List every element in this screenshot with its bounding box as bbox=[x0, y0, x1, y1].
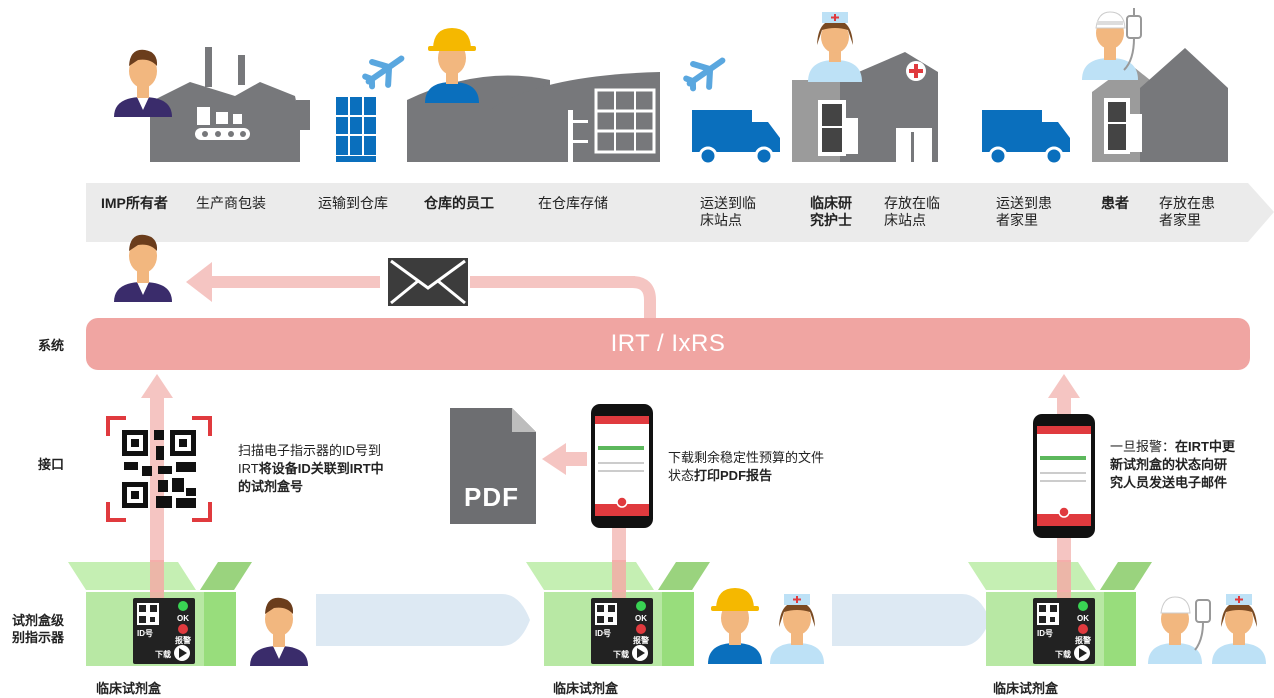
step-warehouse-storage: 在仓库存储 bbox=[538, 195, 608, 211]
step-ship-to-site: 运送到临床站点 bbox=[700, 195, 756, 228]
device-alarm-label: 报警 bbox=[633, 636, 649, 645]
step-imp-owner: IMP所有者 bbox=[101, 195, 168, 211]
patient-icon bbox=[1082, 8, 1142, 80]
email-arrow-head bbox=[186, 262, 212, 302]
step-warehouse-staff: 仓库的员工 bbox=[424, 195, 494, 211]
electronic-indicator-device bbox=[591, 598, 653, 664]
electronic-indicator-device bbox=[133, 598, 195, 664]
nurse-icon bbox=[1212, 594, 1266, 664]
supply-chain-band bbox=[86, 183, 1274, 242]
email-arrow-shaft bbox=[470, 276, 635, 288]
transit-arrow bbox=[832, 594, 990, 646]
step-store-at-home: 存放在患者家里 bbox=[1159, 195, 1215, 228]
device-ok-label: OK bbox=[635, 614, 647, 623]
nurse-icon bbox=[770, 594, 824, 664]
step-research-nurse: 临床研究护士 bbox=[810, 195, 852, 228]
email-arrow-curve bbox=[631, 276, 656, 318]
alarm-note-text: 一旦报警： bbox=[1110, 439, 1176, 454]
row-label-interface: 接口 bbox=[38, 457, 65, 472]
factory-icon bbox=[150, 47, 310, 162]
row-label-system: 系统 bbox=[38, 338, 65, 353]
warehouse-worker-icon bbox=[425, 28, 479, 103]
device-download-label: 下载 bbox=[155, 650, 171, 659]
step-ship-to-home: 运送到患者家里 bbox=[996, 195, 1052, 228]
transit-arrow bbox=[316, 594, 530, 646]
clinic-building-icon bbox=[792, 52, 938, 162]
pdf-arrow-shaft bbox=[565, 452, 587, 466]
upload-arrow-head bbox=[1048, 374, 1080, 398]
upload-arrow-head bbox=[141, 374, 173, 398]
device-id-label: ID号 bbox=[595, 629, 611, 638]
kit-label: 临床试剂盒 bbox=[993, 681, 1059, 696]
nurse-icon bbox=[808, 12, 862, 82]
envelope-icon bbox=[388, 258, 468, 306]
irt-system-label: IRT / IxRS bbox=[610, 330, 726, 357]
alarm-note: 一旦报警：在IRT中更新试剂盒的状态向研究人员发送电子邮件 bbox=[1110, 438, 1238, 492]
imp-owner-person-icon bbox=[114, 49, 172, 117]
truck-icon bbox=[692, 110, 780, 166]
step-transport-to-warehouse: 运输到仓库 bbox=[318, 195, 388, 211]
airplane-icon bbox=[362, 55, 405, 90]
step-manufacturer-packaging: 生产商包装 bbox=[196, 195, 266, 211]
device-download-label: 下载 bbox=[1055, 650, 1071, 659]
pallet-icon bbox=[336, 97, 376, 162]
download-note-emphasis: 打印PDF报告 bbox=[694, 468, 773, 483]
pdf-document-icon bbox=[450, 408, 536, 524]
kit-label: 临床试剂盒 bbox=[553, 681, 619, 696]
airplane-icon bbox=[683, 57, 726, 92]
warehouse-icon bbox=[407, 72, 660, 162]
truck-icon bbox=[982, 110, 1070, 166]
device-alarm-label: 报警 bbox=[1075, 636, 1091, 645]
smartphone-icon bbox=[1033, 414, 1095, 538]
device-ok-label: OK bbox=[1077, 614, 1089, 623]
download-note-text: 下载剩余稳定性预算的文件状态 bbox=[668, 450, 825, 483]
pdf-arrow-head bbox=[542, 443, 566, 475]
device-download-label: 下载 bbox=[613, 650, 629, 659]
imp-owner-person-icon bbox=[114, 234, 172, 302]
scan-note-emphasis: 将设备ID关联到IRT中的试剂盒号 bbox=[238, 461, 384, 494]
device-id-label: ID号 bbox=[137, 629, 153, 638]
smartphone-icon bbox=[591, 404, 653, 528]
step-patient: 患者 bbox=[1101, 195, 1129, 211]
device-alarm-label: 报警 bbox=[175, 636, 191, 645]
electronic-indicator-device bbox=[1033, 598, 1095, 664]
home-icon bbox=[1092, 48, 1228, 162]
kit-label: 临床试剂盒 bbox=[96, 681, 162, 696]
warehouse-worker-icon bbox=[708, 588, 762, 664]
pdf-label: PDF bbox=[464, 482, 519, 512]
device-ok-label: OK bbox=[177, 614, 189, 623]
alarm-note-emphasis: 在IRT中更新试剂盒的状态向研究人员发送电子邮件 bbox=[1110, 439, 1235, 490]
step-store-at-site: 存放在临床站点 bbox=[884, 195, 940, 228]
qr-code-icon bbox=[106, 416, 212, 522]
imp-owner-person-icon bbox=[250, 597, 308, 666]
scan-note: 扫描电子指示器的ID号到IRT将设备ID关联到IRT中的试剂盒号 bbox=[238, 442, 388, 496]
device-id-label: ID号 bbox=[1037, 629, 1053, 638]
row-label-indicator: 试剂盒级别指示器 bbox=[12, 613, 65, 645]
email-arrow-shaft bbox=[210, 276, 380, 288]
download-note: 下载剩余稳定性预算的文件状态打印PDF报告 bbox=[668, 449, 826, 485]
irt-system-bar: IRT / IxRS bbox=[86, 318, 1250, 370]
patient-icon bbox=[1148, 596, 1211, 664]
scan-note-text: 扫描电子指示器的ID号到IRT bbox=[238, 443, 382, 476]
